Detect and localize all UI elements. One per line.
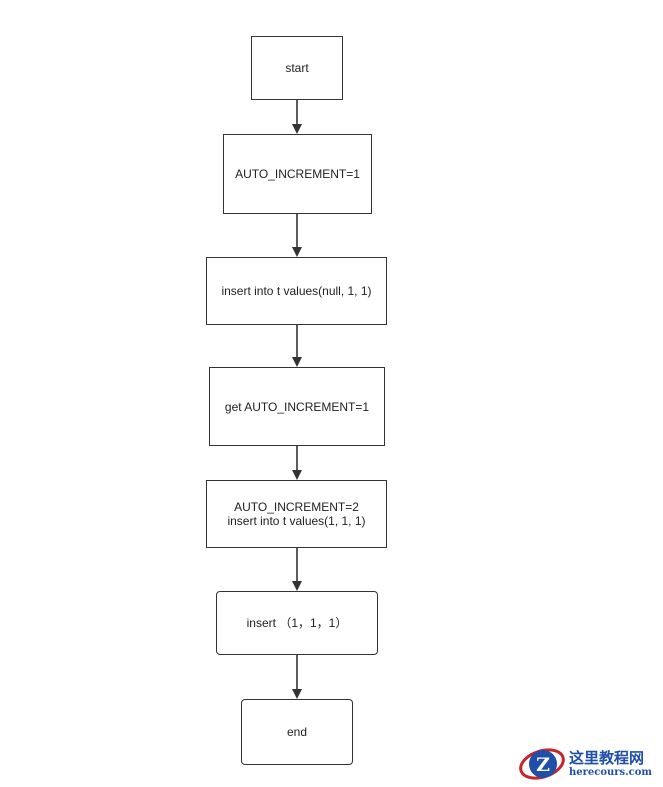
- insert-null-node: insert into t values(null, 1, 1): [206, 257, 387, 325]
- start-node: start: [251, 36, 343, 100]
- edge-insert1-to-get: [292, 325, 302, 367]
- watermark: Z 这里教程网 herecours.com: [516, 742, 663, 787]
- get-auto-increment-node: get AUTO_INCREMENT=1: [209, 367, 385, 446]
- end-node: end: [241, 699, 353, 765]
- z-logo-icon: Z: [519, 748, 565, 780]
- svg-text:Z: Z: [536, 754, 550, 776]
- insert-values-label: insert into t values(1, 1, 1): [227, 514, 366, 528]
- start-node-label: start: [285, 61, 309, 75]
- insert-null-label: insert into t values(null, 1, 1): [221, 284, 372, 298]
- edge-start-to-auto1: [292, 100, 302, 134]
- auto-increment-1-label: AUTO_INCREMENT=1: [235, 167, 360, 181]
- watermark-url: herecours.com: [569, 767, 653, 778]
- auto-increment-1-node: AUTO_INCREMENT=1: [223, 134, 372, 214]
- edge-get-to-auto2: [292, 446, 302, 480]
- auto-increment-2-label: AUTO_INCREMENT=2: [234, 500, 359, 514]
- insert-row-node: insert （1，1，1）: [216, 591, 378, 655]
- end-node-label: end: [286, 725, 308, 739]
- edge-auto2-to-insert2: [292, 548, 302, 591]
- insert-row-label: insert （1，1，1）: [246, 616, 348, 630]
- edge-insert2-to-end: [292, 655, 302, 699]
- get-auto-increment-label: get AUTO_INCREMENT=1: [224, 399, 370, 414]
- watermark-title: 这里教程网: [569, 749, 645, 767]
- edge-auto1-to-insert1: [292, 214, 302, 257]
- auto-increment-2-node: AUTO_INCREMENT=2 insert into t values(1,…: [206, 480, 387, 548]
